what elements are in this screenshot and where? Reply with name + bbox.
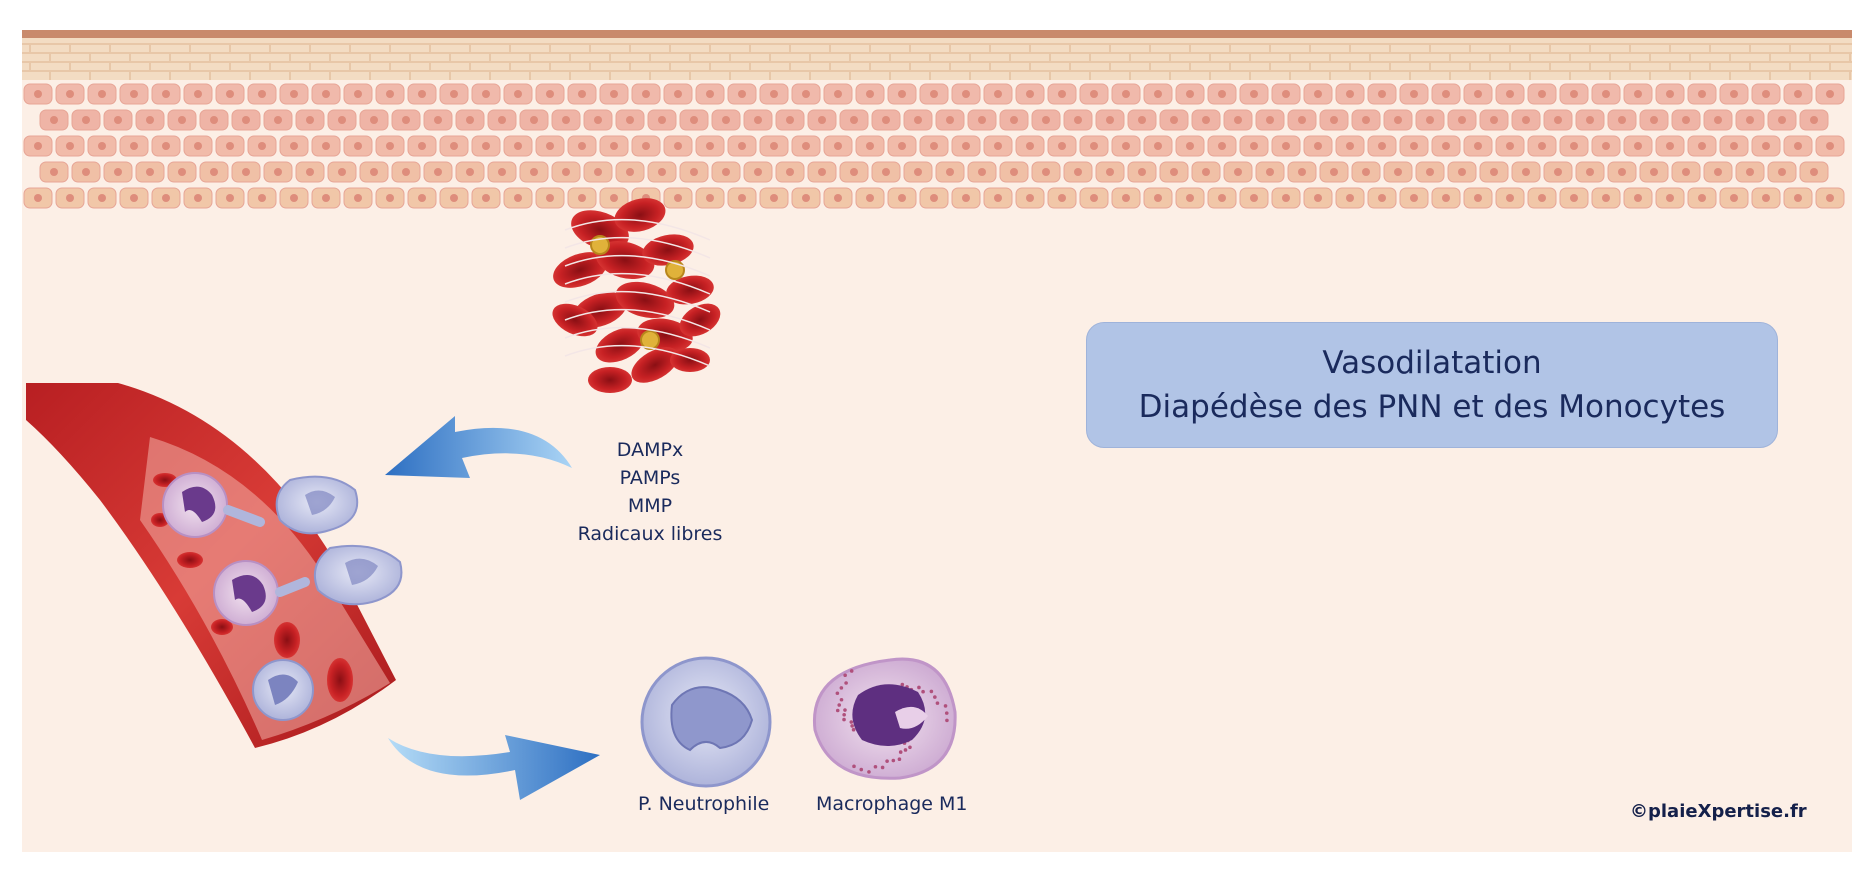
mediator-item: DAMPx [616,439,684,461]
mediator-item: Radicaux libres [577,523,723,545]
title-line-2: Diapédèse des PNN et des Monocytes [1138,389,1726,425]
mediator-item: PAMPs [619,467,681,489]
macrophage-cell-icon [812,657,957,780]
macrophage-label: Macrophage M1 [816,793,968,815]
diapedesis-monocyte-icon [162,472,359,538]
neutrophil-label: P. Neutrophile [638,793,770,815]
dermis-cell-layer [23,83,1845,209]
diapedesis-monocyte-icon-2 [213,544,403,626]
mediator-item: MMP [627,495,673,517]
title-line-1: Vasodilatation [1322,345,1542,381]
title-box: Vasodilatation Diapédèse des PNN et des … [1086,322,1778,448]
recruitment-arrow-icon [388,735,600,800]
epidermis-layer [22,30,1852,80]
mediator-list: DAMPx PAMPs MMP Radicaux libres [560,436,740,548]
neutrophil-cell-icon [640,656,772,788]
intravascular-neutrophil-icon [252,659,314,721]
signal-arrow-icon [385,416,572,478]
copyright-notice: ©plaieXpertise.fr [1630,801,1807,822]
blood-clot-icon [552,198,721,393]
